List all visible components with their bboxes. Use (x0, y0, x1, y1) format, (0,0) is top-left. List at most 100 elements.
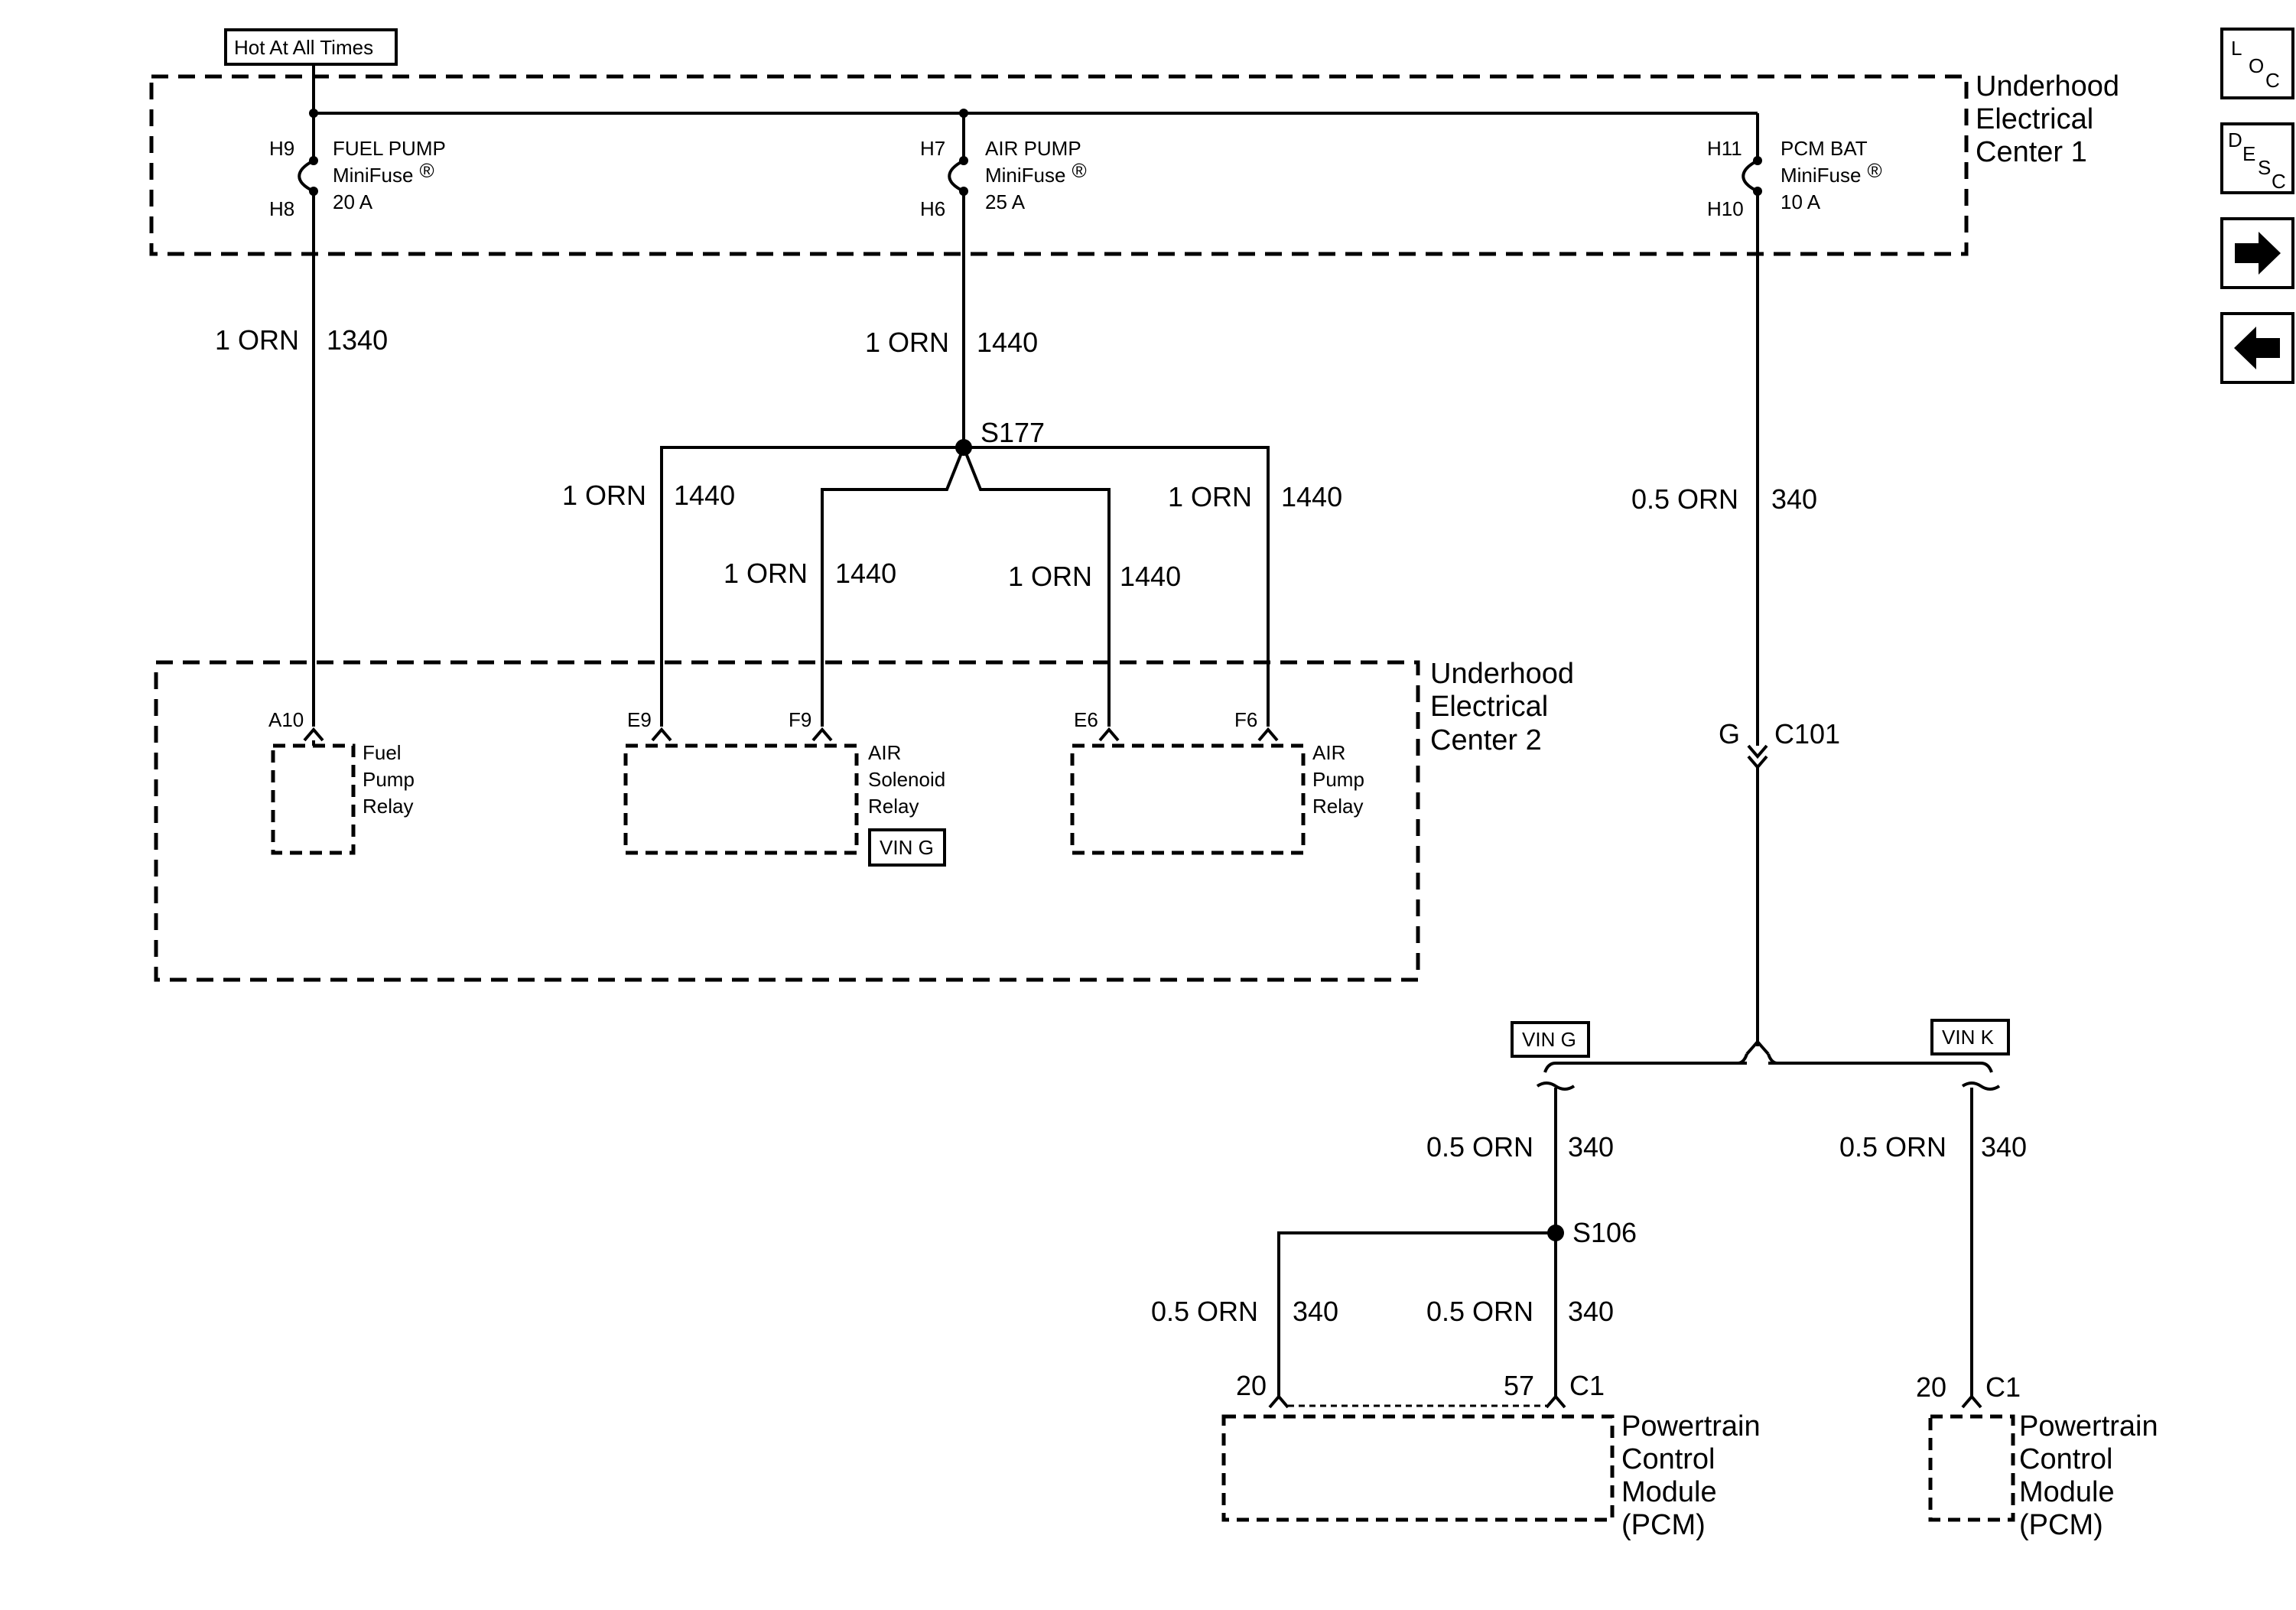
air-solenoid-label2: Solenoid (868, 768, 945, 791)
c101-pin: G (1719, 718, 1740, 750)
branch-e9-wire (660, 446, 964, 727)
pcm-right-label1: Powertrain (2019, 1410, 2158, 1442)
desc-letter-c: C (2272, 170, 2286, 193)
uec2-title-line2: Electrical (1430, 691, 1548, 723)
air-fuse-pin-top: H7 (920, 137, 945, 160)
branch-e6-gauge: 1 ORN (1008, 561, 1092, 592)
c101-name: C101 (1774, 718, 1840, 750)
pcm-fuse-pin-bottom: H10 (1707, 197, 1744, 220)
uec2-title-line1: Underhood (1430, 658, 1574, 690)
desc-letter-d: D (2228, 128, 2242, 151)
air-solenoid-relay: E9 F9 AIR Solenoid Relay VIN G (623, 708, 946, 867)
vin-g-option-badge: VIN G (1511, 1021, 1590, 1058)
pcm-bat-feed-circuit: 340 (1771, 483, 1817, 515)
left-arrow-icon (2234, 327, 2280, 369)
uec2-boundary (154, 660, 1420, 982)
vin-k-option-text: VIN K (1942, 1026, 1995, 1049)
uec1-title-line3: Center 1 (1976, 136, 2087, 168)
vin-g-drop-circuit: 340 (1568, 1131, 1614, 1163)
pcm-pin57-circuit: 340 (1568, 1296, 1614, 1327)
pcm-left-label1: Powertrain (1621, 1410, 1761, 1442)
pcm-pin20-circuit: 340 (1293, 1296, 1338, 1327)
fuel-fuse-pin-bottom: H8 (269, 197, 294, 220)
loc-letter-c: C (2265, 69, 2280, 92)
branch-e9-gauge: 1 ORN (562, 480, 646, 511)
vin-g-option-text: VIN G (1522, 1028, 1576, 1051)
air-pump-relay-pin-left: E6 (1074, 708, 1098, 731)
air-solenoid-pin-right: F9 (789, 708, 811, 731)
fuel-relay-label1: Fuel (363, 741, 402, 764)
vin-k-option-badge: VIN K (1930, 1019, 2010, 1055)
pcm-right-label2: Control (2019, 1443, 2113, 1475)
vin-k-drop (1961, 1081, 2001, 1396)
uec2-pin-arrows (303, 727, 1279, 742)
branch-f9-gauge: 1 ORN (724, 558, 808, 589)
pcm-fuse-type: MiniFuse® (1781, 159, 1882, 187)
pcm-right-label4: (PCM) (2019, 1509, 2103, 1541)
uec1-boundary (149, 74, 1969, 256)
air-pump-relay-label1: AIR (1312, 741, 1345, 764)
pcm-pin20-gauge: 0.5 ORN (1151, 1296, 1258, 1327)
pcm-left-pin-b: 57 (1504, 1370, 1534, 1401)
air-solenoid-pin-left: E9 (627, 708, 652, 731)
air-solenoid-vin-g-badge: VIN G (868, 828, 946, 867)
air-fuse-name: AIR PUMP (985, 137, 1081, 160)
uec1-title-line2: Electrical (1976, 103, 2093, 135)
uec1-title: Underhood Electrical Center 1 (1976, 70, 2119, 168)
branch-e9-circuit: 1440 (674, 480, 735, 511)
branch-f6-wire (964, 446, 1270, 727)
desc-letter-s: S (2258, 156, 2271, 179)
fuel-relay-label2: Pump (363, 768, 415, 791)
pcm-left-label2: Control (1621, 1443, 1715, 1475)
connector-c101: G C101 (1719, 718, 1840, 770)
next-page-button[interactable] (2220, 217, 2294, 289)
air-pump-relay-pin-right: F6 (1234, 708, 1257, 731)
uec1-title-line1: Underhood (1976, 70, 2119, 102)
fuel-fuse-name: FUEL PUMP (333, 137, 446, 160)
fuel-fuse-rating: 20 A (333, 190, 373, 213)
vin-k-drop-gauge: 0.5 ORN (1839, 1131, 1946, 1163)
right-arrow-icon (2235, 232, 2281, 275)
air-feed-gauge: 1 ORN (865, 327, 949, 358)
loc-button[interactable]: L O C (2220, 28, 2294, 99)
fuel-relay-label3: Relay (363, 795, 413, 818)
branch-f9-circuit: 1440 (835, 558, 896, 589)
branch-f6-circuit: 1440 (1281, 481, 1342, 512)
fuel-relay-pin: A10 (268, 708, 304, 731)
vin-k-drop-circuit: 340 (1981, 1131, 2027, 1163)
desc-button[interactable]: D E S C (2220, 122, 2294, 194)
pcm-bat-fuse: H11 H10 PCM BAT MiniFuse® 10 A (1707, 113, 1882, 260)
fuel-feed-gauge: 1 ORN (215, 324, 299, 356)
hot-label-text: Hot At All Times (234, 36, 373, 59)
vin-g-drop-gauge: 0.5 ORN (1426, 1131, 1533, 1163)
air-pump-relay-label2: Pump (1312, 768, 1364, 791)
splice-s177-label: S177 (981, 417, 1045, 448)
vin-g-drop (1536, 1081, 1576, 1233)
air-solenoid-label3: Relay (868, 795, 919, 818)
previous-page-button[interactable] (2220, 312, 2294, 384)
air-pump-relay: E6 F6 AIR Pump Relay (1070, 708, 1364, 855)
air-feed-circuit: 1440 (977, 327, 1038, 358)
air-pump-fuse: H7 H6 AIR PUMP MiniFuse® 25 A (920, 113, 1087, 260)
loc-letter-o: O (2249, 54, 2264, 77)
fuel-fuse-type: MiniFuse® (333, 159, 434, 187)
uec2-title-line3: Center 2 (1430, 724, 1542, 756)
air-fuse-pin-bottom: H6 (920, 197, 945, 220)
air-pump-relay-label3: Relay (1312, 795, 1363, 818)
fuel-fuse-pin-top: H9 (269, 137, 294, 160)
loc-letter-l: L (2231, 37, 2242, 60)
pcm-pin57-gauge: 0.5 ORN (1426, 1296, 1533, 1327)
pcm-right-pin: 20 (1916, 1371, 1946, 1403)
pcm-fuse-name: PCM BAT (1781, 137, 1868, 160)
pcm-left: 20 57 C1 Powertrain Control Module (PCM) (1221, 1370, 1761, 1541)
air-solenoid-label1: AIR (868, 741, 901, 764)
fuel-pump-fuse: H9 H8 FUEL PUMP MiniFuse® 20 A (269, 113, 446, 260)
branch-f9-wire (821, 447, 965, 727)
pcm-left-pin-a: 20 (1236, 1370, 1267, 1401)
fuel-feed-circuit: 1340 (327, 324, 388, 356)
branch-e6-wire (962, 447, 1111, 727)
pcm-left-label4: (PCM) (1621, 1509, 1706, 1541)
pcm-fuse-rating: 10 A (1781, 190, 1821, 213)
pcm-left-label3: Module (1621, 1476, 1717, 1508)
